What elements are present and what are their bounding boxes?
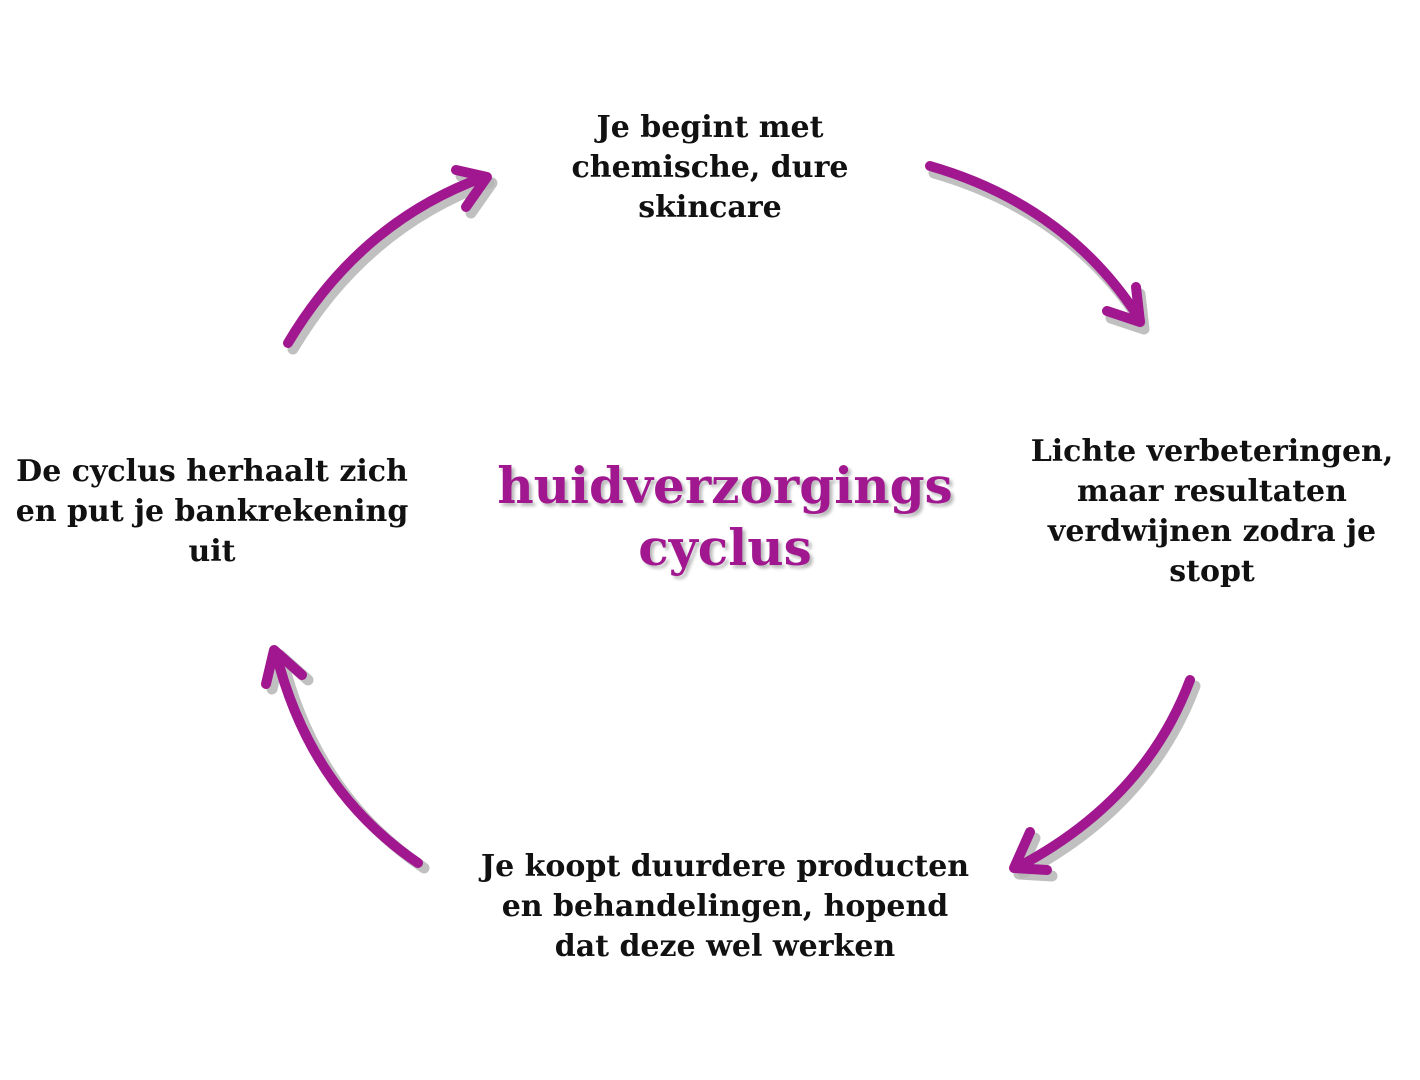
arrow-left-to-top-icon — [283, 165, 498, 355]
arrow-bottom-to-left-icon — [261, 645, 430, 874]
arrow-right-to-bottom-icon — [1009, 675, 1201, 882]
step-start-text: Je begint met chemische, dure skincare — [571, 110, 849, 225]
cycle-title: huidverzorgings cyclus — [497, 456, 953, 577]
step-improvement-text: Lichte verbeteringen, maar resultaten ve… — [1030, 434, 1394, 589]
step-repeat-text: De cyclus herhaalt zich en put je bankre… — [15, 454, 409, 569]
step-expensive-products-text: Je koopt duurdere producten en behandeli… — [480, 849, 970, 964]
arrow-top-to-right-icon — [925, 161, 1150, 335]
